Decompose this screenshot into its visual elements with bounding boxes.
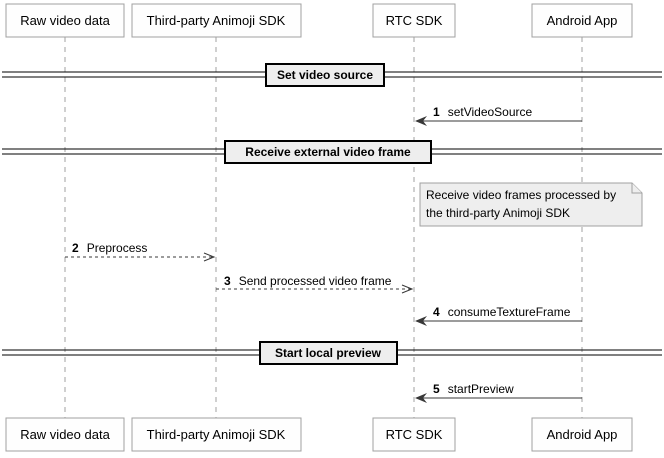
svg-text:5 startPreview: 5 startPreview [433, 380, 514, 397]
participant-raw-bottom: Raw video data [5, 417, 125, 452]
arrowhead-left [415, 316, 427, 326]
message-label: Preprocess [87, 241, 148, 255]
participant-label: Third-party Animoji SDK [147, 427, 286, 442]
participant-label: Raw video data [20, 427, 110, 442]
participant-label: RTC SDK [386, 13, 443, 28]
svg-text:2 Preprocess: 2 Preprocess [72, 239, 147, 256]
participant-app-top: Android App [531, 3, 633, 38]
participant-label: Raw video data [20, 13, 110, 28]
arrowhead-left [415, 393, 427, 403]
note-line-1: Receive video frames processed by [426, 188, 616, 202]
message-number: 2 [72, 241, 79, 255]
participant-sdk3p-top: Third-party Animoji SDK [131, 3, 302, 38]
message-number: 1 [433, 105, 440, 119]
participant-label: Android App [547, 427, 618, 442]
message-number: 4 [433, 305, 440, 319]
participant-rtc-bottom: RTC SDK [372, 417, 456, 452]
arrowhead-right [203, 252, 216, 262]
message-3: 3 Send processed video frame [216, 272, 414, 294]
divider-label: Start local preview [275, 346, 382, 360]
divider-label: Receive external video frame [245, 145, 411, 159]
svg-text:3 Send processed video f: 3 Send processed video frame [224, 272, 392, 289]
message-number: 3 [224, 274, 231, 288]
participant-sdk3p-bottom: Third-party Animoji SDK [131, 417, 302, 452]
divider-start-local-preview: Start local preview [2, 341, 662, 365]
participant-label: RTC SDK [386, 427, 443, 442]
message-1: 1 setVideoSource [415, 103, 582, 126]
participant-app-bottom: Android App [531, 417, 633, 452]
participant-label: Third-party Animoji SDK [147, 13, 286, 28]
message-4: 4 consumeTextureFrame [415, 303, 582, 326]
note-line-2: the third-party Animoji SDK [426, 206, 570, 220]
message-label: Send processed video frame [239, 274, 392, 288]
divider-receive-external-video-frame: Receive external video frame [2, 140, 662, 164]
message-label: consumeTextureFrame [448, 305, 571, 319]
participant-rtc-top: RTC SDK [372, 3, 456, 38]
participant-label: Android App [547, 13, 618, 28]
svg-text:4 consumeTextureFrame: 4 consumeTextureFrame [433, 303, 571, 320]
message-label: setVideoSource [448, 105, 533, 119]
message-number: 5 [433, 382, 440, 396]
arrowhead-right [401, 284, 414, 294]
arrowhead-left [415, 116, 427, 126]
note: Receive video frames processed by the th… [419, 182, 643, 227]
message-2: 2 Preprocess [65, 239, 216, 262]
divider-set-video-source: Set video source [2, 63, 662, 87]
message-5: 5 startPreview [415, 380, 582, 403]
lifelines [64, 37, 583, 418]
message-label: startPreview [448, 382, 514, 396]
divider-label: Set video source [277, 68, 373, 82]
svg-text:1 setVideoSource: 1 setVideoSource [433, 103, 533, 120]
participant-raw-top: Raw video data [5, 3, 125, 38]
